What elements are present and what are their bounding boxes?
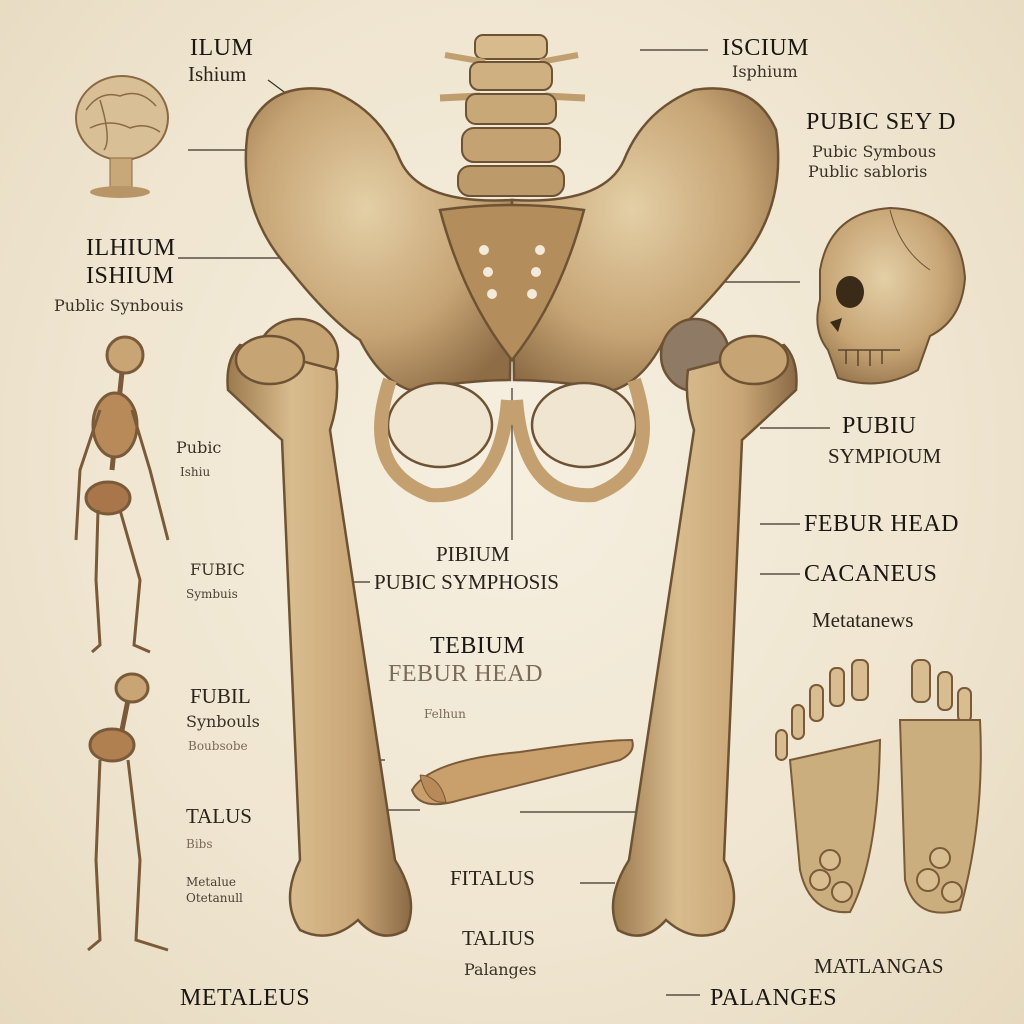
label-pubiu: PUBIU [842, 413, 917, 439]
label-ishium-2: ISHIUM [86, 263, 175, 289]
femur-left-icon [226, 334, 413, 937]
label-cacaneus: CACANEUS [804, 561, 938, 587]
loose-bone-icon [410, 738, 634, 806]
label-iscium: ISCIUM [722, 35, 810, 61]
label-palanges: Palanges [464, 960, 537, 979]
label-pubic-symphosis: PUBIC SYMPHOSIS [374, 570, 559, 594]
label-febur-head-center: FEBUR HEAD [388, 661, 544, 687]
label-ishium: Ishium [188, 62, 247, 86]
label-metalue: Metalue [186, 875, 237, 889]
label-bibs: Bibs [186, 837, 213, 851]
label-felhun: Felhun [424, 707, 466, 721]
skull-icon [816, 206, 967, 385]
foot-left-icon [775, 659, 882, 914]
spine-icon [439, 34, 586, 197]
label-palanges-bottom: PALANGES [710, 985, 838, 1011]
label-talus: TALUS [186, 804, 252, 828]
label-boubsobe: Boubsobe [188, 739, 248, 753]
brain-sketch-icon [75, 75, 169, 198]
femur-right-icon [611, 334, 798, 937]
label-metatanews: Metatanews [812, 608, 914, 632]
label-symbuis: Symbuis [186, 587, 238, 601]
label-febur-head: FEBUR HEAD [804, 511, 960, 537]
label-ilhium: ILHIUM [86, 235, 176, 261]
label-pubic-sey: PUBIC SEY D [806, 109, 956, 135]
label-isphium: Isphium [732, 62, 798, 81]
label-ilum: ILUM [190, 35, 254, 61]
label-pubic: Pubic [176, 438, 222, 457]
skeleton-side-icon [74, 335, 170, 654]
foot-right-icon [898, 659, 982, 914]
label-ishiu: Ishiu [180, 465, 211, 479]
label-fubil: FUBIL [190, 684, 251, 708]
label-otetanull: Otetanull [186, 891, 243, 905]
label-public-sabloris: Public sabloris [808, 162, 928, 181]
label-synbouls: Synbouls [186, 712, 260, 731]
skeleton-partial-icon [87, 672, 169, 952]
label-pubic-symbous: Pubic Symbous [812, 142, 937, 161]
label-fitalus: FITALUS [450, 866, 535, 890]
label-fubic: FUBIC [190, 560, 245, 579]
label-matlangas: MATLANGAS [814, 954, 944, 978]
label-tebium: TEBIUM [430, 633, 525, 659]
label-metaleus: METALEUS [180, 985, 311, 1011]
label-sympioum: SYMPIOUM [828, 444, 942, 468]
label-public-synbouis: Public Synbouis [54, 296, 184, 315]
label-talius: TALIUS [462, 926, 535, 950]
label-pibium: PIBIUM [436, 542, 510, 566]
